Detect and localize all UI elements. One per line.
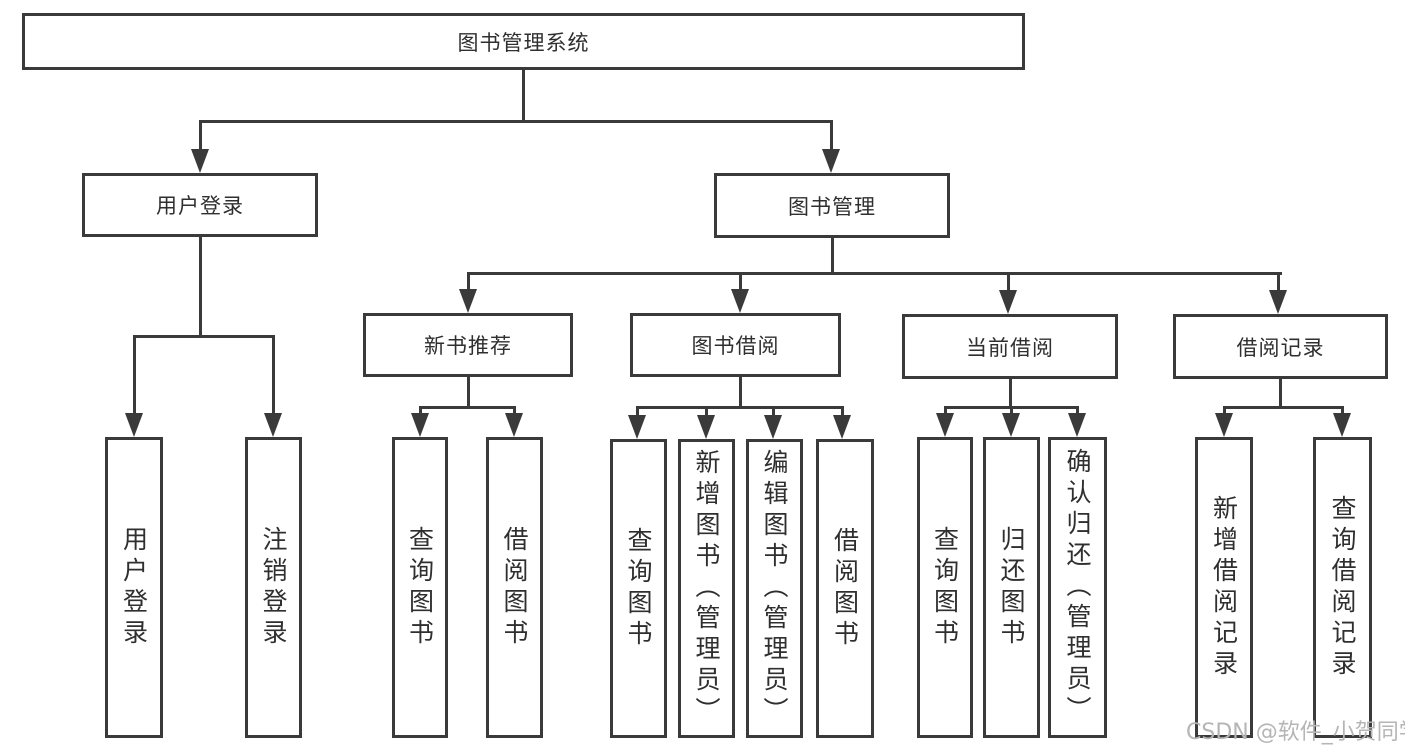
leaf-borrow-books-1-label: 借阅图书 [500, 525, 529, 650]
connector-line [419, 406, 516, 409]
book-management-branch-label: 图书管理 [788, 194, 876, 219]
leaf-confirm-return-admin-label: 确认归还（管理员） [1063, 448, 1092, 727]
leaf-add-books-admin-label: 新增图书（管理员） [692, 449, 721, 728]
arrow-down-icon [1333, 413, 1351, 437]
leaf-query-borrow-record-label: 查询借阅记录 [1328, 494, 1357, 681]
leaf-query-borrow-record-box: 查询借阅记录 [1313, 437, 1372, 738]
connector-line [1007, 272, 1010, 302]
borrowing-records-branch-box: 借阅记录 [1173, 314, 1388, 379]
connector-line [1279, 378, 1282, 409]
leaf-user-login-box: 用户登录 [105, 437, 163, 738]
leaf-add-borrow-record-box: 新增借阅记录 [1195, 437, 1253, 738]
leaf-query-books-3-box: 查询图书 [917, 437, 973, 738]
connector-line [636, 406, 844, 409]
arrow-down-icon [264, 413, 282, 437]
leaf-edit-books-admin-box: 编辑图书（管理员） [746, 439, 803, 738]
root-library-system-label: 图书管理系统 [457, 30, 590, 55]
leaf-borrow-books-1-box: 借阅图书 [486, 437, 543, 738]
user-login-branch-box: 用户登录 [82, 173, 318, 237]
csdn-watermark: CSDN @软件_小贺同学 [1186, 720, 1405, 745]
connector-line [739, 272, 742, 302]
leaf-add-books-admin-box: 新增图书（管理员） [678, 439, 735, 738]
borrowing-records-branch-label: 借阅记录 [1236, 335, 1325, 360]
arrow-down-icon [731, 289, 749, 313]
arrow-down-icon [999, 290, 1017, 314]
book-borrowing-branch-label: 图书借阅 [691, 334, 780, 358]
connector-line [272, 335, 275, 426]
leaf-query-books-2-label: 查询图书 [624, 526, 653, 651]
leaf-query-books-3-label: 查询图书 [930, 525, 960, 650]
arrow-down-icon [1002, 413, 1020, 437]
arrow-down-icon [822, 149, 840, 173]
arrow-down-icon [628, 415, 646, 439]
arrow-down-icon [764, 415, 782, 439]
connector-line [133, 335, 275, 338]
connector-line [1009, 378, 1012, 409]
arrow-down-icon [459, 289, 477, 313]
leaf-user-login-label: 用户登录 [119, 525, 149, 650]
user-login-branch-label: 用户登录 [156, 194, 244, 218]
root-library-system-box: 图书管理系统 [22, 13, 1025, 70]
book-management-branch-box: 图书管理 [714, 173, 950, 238]
leaf-return-books-box: 归还图书 [983, 437, 1040, 738]
connector-line [467, 376, 470, 409]
leaf-add-borrow-record-label: 新增借阅记录 [1209, 494, 1239, 681]
leaf-query-books-1-label: 查询图书 [405, 525, 435, 650]
arrow-down-icon [833, 415, 851, 439]
arrow-down-icon [505, 413, 523, 437]
connector-line [831, 237, 834, 275]
connector-line [133, 335, 136, 426]
connector-line [199, 236, 202, 338]
leaf-borrow-books-2-label: 借阅图书 [830, 526, 860, 651]
arrow-down-icon [936, 413, 954, 437]
new-book-recommend-branch-box: 新书推荐 [363, 313, 573, 377]
new-book-recommend-branch-label: 新书推荐 [424, 334, 512, 358]
arrow-down-icon [1068, 413, 1086, 437]
connector-line [830, 120, 833, 162]
connector-line [522, 69, 525, 123]
arrow-down-icon [697, 415, 715, 439]
arrow-down-icon [411, 413, 429, 437]
arrow-down-icon [1215, 413, 1233, 437]
leaf-query-books-1-box: 查询图书 [392, 437, 448, 738]
connector-line [199, 120, 833, 123]
leaf-return-books-label: 归还图书 [997, 525, 1026, 650]
connector-line [1277, 272, 1280, 302]
leaf-borrow-books-2-box: 借阅图书 [816, 439, 874, 738]
current-borrowing-branch-box: 当前借阅 [902, 314, 1118, 379]
leaf-confirm-return-admin-box: 确认归还（管理员） [1048, 437, 1107, 738]
connector-line [1223, 406, 1344, 409]
current-borrowing-branch-label: 当前借阅 [966, 335, 1054, 360]
arrow-down-icon [191, 149, 209, 173]
book-borrowing-branch-box: 图书借阅 [630, 313, 841, 377]
connector-line [467, 272, 470, 302]
leaf-query-books-2-box: 查询图书 [610, 439, 667, 738]
connector-line [467, 272, 1282, 275]
leaf-logout-box: 注销登录 [245, 437, 302, 738]
leaf-logout-label: 注销登录 [259, 525, 288, 650]
connector-line [199, 120, 202, 162]
connector-line [739, 376, 742, 409]
arrow-down-icon [125, 413, 143, 437]
leaf-edit-books-admin-label: 编辑图书（管理员） [760, 449, 789, 728]
arrow-down-icon [1269, 290, 1287, 314]
